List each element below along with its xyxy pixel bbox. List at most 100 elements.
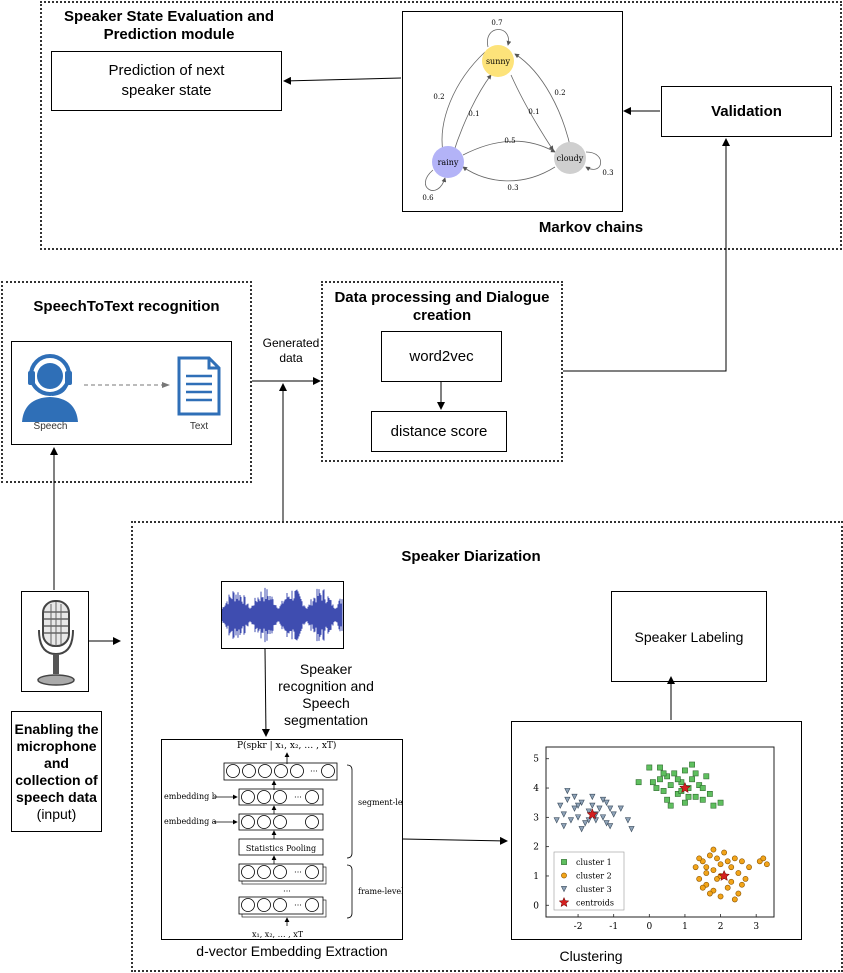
data-point	[678, 779, 685, 786]
data-point	[689, 776, 695, 783]
data-point	[585, 817, 592, 824]
text-label: Text	[189, 421, 209, 432]
data-point	[664, 773, 671, 780]
data-point	[596, 805, 603, 812]
microphone-caption-box: Enabling the microphone and collection o…	[11, 711, 102, 832]
neuron-node	[290, 764, 304, 778]
data-point	[717, 799, 724, 806]
data-point	[728, 864, 735, 871]
neuron-node	[241, 898, 255, 912]
data-point	[714, 855, 720, 862]
data-point	[603, 799, 610, 806]
speaker-diarization-module	[131, 521, 843, 972]
segment-level-label: segment-level	[358, 798, 402, 807]
neuron-node	[321, 764, 335, 778]
neuron-ellipsis: ···	[310, 767, 318, 776]
state-label-sunny: sunny	[486, 57, 511, 66]
data-point	[699, 884, 706, 891]
embedding-a-label: embedding a	[164, 817, 217, 826]
data-point	[703, 870, 710, 876]
data-point	[646, 764, 653, 771]
data-point	[617, 805, 624, 812]
centroid-marker	[718, 869, 730, 881]
prediction-label: Prediction of next speaker state	[108, 62, 225, 99]
data-point	[710, 802, 717, 809]
waveform-graphic	[221, 587, 343, 643]
state-label-rainy: rainy	[438, 158, 459, 167]
prob-cloudy-cloudy: 0.3	[602, 169, 613, 177]
x-tick-label: 1	[682, 922, 688, 932]
data-point	[635, 779, 642, 786]
data-point	[574, 802, 582, 809]
data-point	[699, 796, 706, 803]
data-point	[589, 793, 596, 801]
neuron-node	[241, 790, 255, 804]
segmentation-label: Speaker recognition and Speech segmentat…	[278, 661, 374, 728]
x-tick-label: 2	[718, 922, 724, 932]
data-point	[692, 793, 699, 800]
data-point	[664, 796, 671, 803]
speaker-labeling-box: Speaker Labeling	[611, 591, 767, 682]
speech-label: Speech	[33, 421, 68, 432]
data-point	[739, 881, 745, 888]
data-point	[607, 823, 614, 830]
markov-chain-diagram: sunny rainy cloudy 0.7 0.2 0.1 0.1 0.2 0…	[402, 11, 623, 212]
legend-marker	[561, 859, 567, 865]
data-point	[653, 785, 660, 791]
prob-rainy-cloudy: 0.5	[504, 137, 515, 145]
data-point	[599, 796, 607, 804]
data-point	[731, 896, 738, 903]
data-point	[557, 802, 564, 809]
frame-level-label: frame-level	[358, 887, 402, 896]
data-point	[703, 773, 710, 780]
data-point	[599, 814, 607, 821]
data-point	[610, 811, 617, 818]
waveform-image	[221, 581, 344, 649]
legend-label: cluster 2	[576, 872, 612, 881]
waveform-trace	[221, 587, 343, 643]
neuron-ellipsis: ···	[294, 793, 302, 802]
state-label-cloudy: cloudy	[557, 154, 584, 163]
dvector-diagram: P(spkr | x₁, x₂, … , xT) ··· embedding b…	[161, 739, 415, 940]
data-point	[660, 770, 667, 777]
neuron-ellipsis: ···	[294, 868, 302, 877]
microphone-caption-input: (input)	[36, 806, 77, 822]
prob-sunny-rainy: 0.2	[433, 93, 444, 101]
microphone-image	[21, 591, 89, 692]
speaker-labeling-label: Speaker Labeling	[634, 628, 744, 645]
y-tick-label: 1	[533, 872, 539, 882]
data-point	[696, 855, 703, 862]
distance-score-box: distance score	[371, 411, 507, 452]
data-point	[564, 788, 571, 795]
data-point	[717, 861, 724, 868]
x-tick-label: -1	[609, 922, 618, 932]
prob-cloudy-sunny: 0.2	[554, 89, 565, 97]
microphone-icon	[37, 600, 75, 686]
legend-marker	[561, 872, 567, 879]
neuron-node	[241, 815, 255, 829]
neuron-node	[273, 815, 287, 829]
neuron-node	[257, 865, 271, 879]
distance-score-label: distance score	[390, 423, 488, 440]
neuron-node	[258, 764, 272, 778]
embedding-b-label: embedding b	[164, 792, 217, 801]
state-sunny	[482, 45, 514, 77]
data-point	[628, 826, 635, 833]
frame-ellipsis: ···	[283, 887, 291, 896]
prob-sunny-cloudy: 0.1	[528, 108, 539, 116]
legend-label: cluster 3	[576, 885, 612, 894]
x-tick-label: 3	[753, 922, 759, 932]
data-point	[567, 817, 575, 824]
speech-to-text-image: Speech Text	[11, 341, 232, 445]
neuron-node	[241, 865, 255, 879]
data-point	[696, 782, 703, 789]
neuron-node	[273, 790, 287, 804]
data-point	[585, 808, 592, 815]
data-point	[710, 867, 717, 874]
data-point	[674, 776, 681, 783]
dvector-bottom-formula: x₁, x₂, … , xT	[252, 930, 304, 939]
data-point	[660, 788, 667, 794]
data-point	[560, 811, 567, 818]
data-point	[564, 796, 571, 804]
